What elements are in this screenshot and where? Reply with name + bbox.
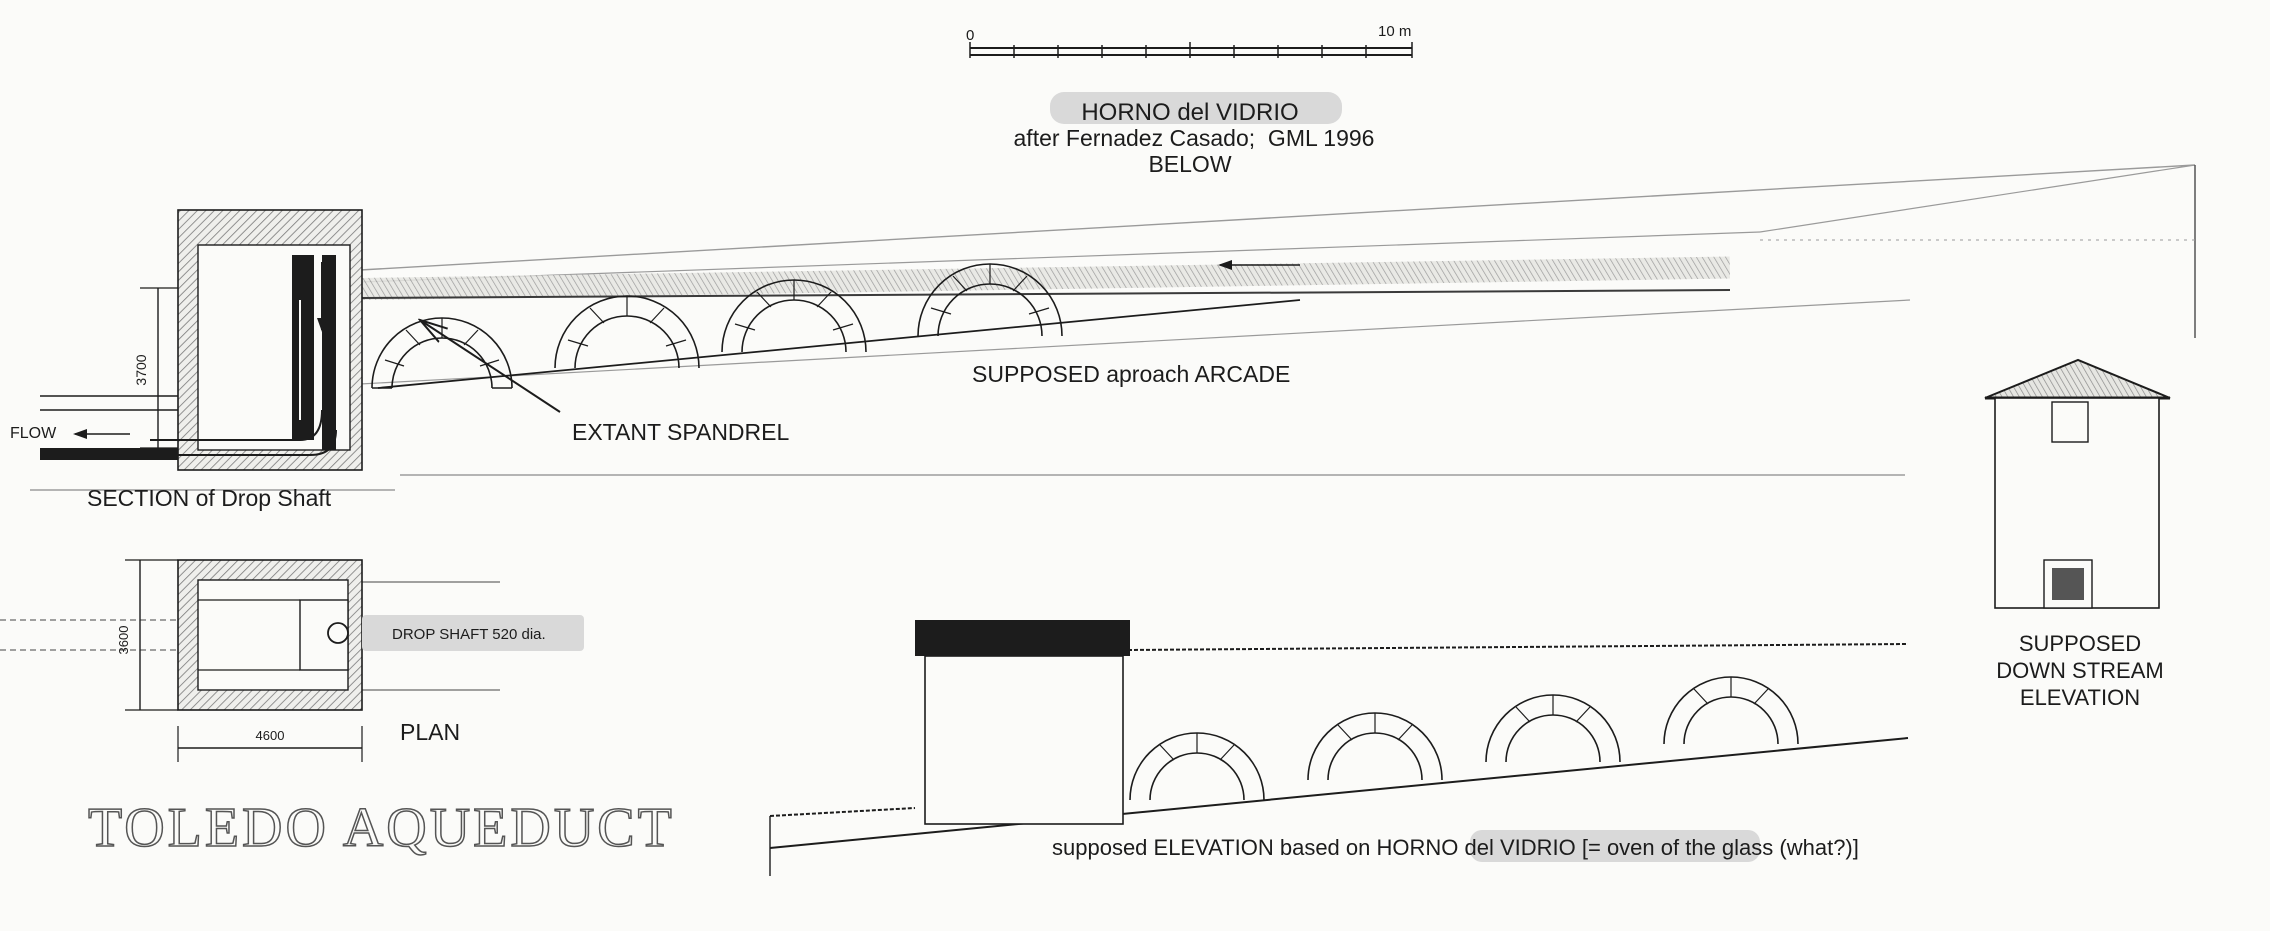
flow-label: FLOW xyxy=(10,425,57,442)
downstream-line-3: ELEVATION xyxy=(2020,685,2140,710)
elevation-caption: supposed ELEVATION based on HORNO del VI… xyxy=(1052,835,1859,860)
approach-deck-line xyxy=(361,289,1731,299)
section-caption: SECTION of Drop Shaft xyxy=(87,485,332,511)
downstream-line-1: SUPPOSED xyxy=(2019,631,2141,656)
elevation-caption-suffix: [= oven of the glass (what?)] xyxy=(1576,835,1859,860)
approach-channel xyxy=(359,164,2196,385)
drawing-credit: after Fernadez Casado; GML 1996 xyxy=(1014,125,1375,151)
scale-end-label: 10 m xyxy=(1378,23,1411,40)
plan-view: DROP SHAFT 520 dia. 3600 4600 PLAN xyxy=(0,559,584,762)
section-outflow-pipe xyxy=(150,429,337,456)
spandrel-leader-arrow xyxy=(420,320,561,413)
elevation-ground-line xyxy=(769,737,1909,849)
drawing-subtitle: BELOW xyxy=(1148,151,1231,177)
elevation-arch-voussoirs xyxy=(1159,677,1769,761)
downstream-line-2: DOWN STREAM xyxy=(1996,658,2163,683)
drawing-title: HORNO del VIDRIO xyxy=(1081,99,1298,126)
header-block: HORNO del VIDRIO after Fernadez Casado; … xyxy=(1014,92,1375,177)
elevation-deck xyxy=(1127,643,1909,651)
elevation-caption-highlight: HORNO del VIDRIO xyxy=(1377,835,1576,860)
section-drop-wall xyxy=(292,255,314,440)
elevation-tower xyxy=(924,655,1124,825)
channel-hatch xyxy=(361,256,1731,300)
drop-shaft-circle xyxy=(327,622,349,644)
caption-highlight xyxy=(1470,830,1760,862)
plan-height-dim: 3600 xyxy=(116,626,131,655)
title-highlight xyxy=(1050,92,1342,124)
approach-ground-line xyxy=(377,299,1301,389)
drop-shaft-label: DROP SHAFT 520 dia. xyxy=(392,626,546,643)
elevation-tower-cap xyxy=(915,620,1130,656)
house-outlet xyxy=(2052,568,2084,600)
scale-start-label: 0 xyxy=(966,27,974,44)
downstream-elevation: SUPPOSED DOWN STREAM ELEVATION xyxy=(1984,358,2171,710)
main-title: TOLEDO AQUEDUCT xyxy=(88,797,675,859)
section-height-dim: 3700 xyxy=(133,354,149,385)
supposed-elevation: supposed ELEVATION based on HORNO del VI… xyxy=(769,620,1909,876)
section-outflow-channel xyxy=(40,448,178,460)
house-window xyxy=(2051,401,2089,443)
approach-arch-voussoirs xyxy=(384,264,1050,367)
section-drop-shaft: FLOW 3700 SECTION of Drop Shaft xyxy=(10,209,395,511)
elevation-caption-prefix: supposed ELEVATION based on xyxy=(1052,835,1377,860)
house-roof xyxy=(1984,358,2171,399)
spandrel-label: EXTANT SPANDREL xyxy=(572,419,789,445)
arcade-label: SUPPOSED aproach ARCADE xyxy=(972,361,1290,387)
plan-width-dim: 4600 xyxy=(256,728,285,743)
plan-caption: PLAN xyxy=(400,719,460,745)
section-inner-lining xyxy=(322,255,336,450)
scale-bar: 0 10 m xyxy=(966,23,1413,58)
